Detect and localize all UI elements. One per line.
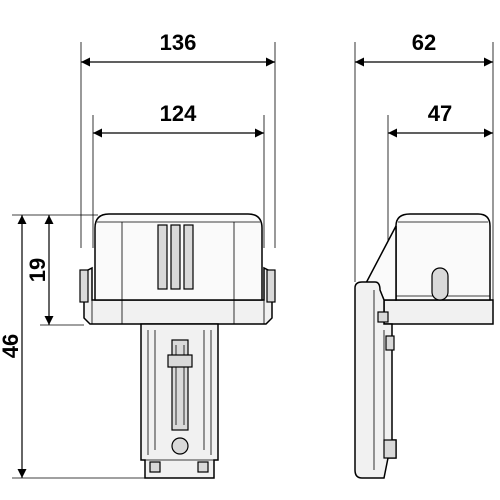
dimension-label-62: 62 xyxy=(412,30,436,55)
front-stem xyxy=(140,323,219,479)
side-tab xyxy=(266,269,276,303)
side-view: 62 47 xyxy=(354,30,494,479)
dimension-label-19: 19 xyxy=(25,258,50,282)
stem-slot xyxy=(171,339,189,431)
front-housing xyxy=(79,213,276,325)
boss xyxy=(431,267,449,301)
front-view: 136 124 46 19 xyxy=(0,30,276,479)
dimension-label-124: 124 xyxy=(160,101,197,126)
vent-slot xyxy=(183,224,194,290)
leg-tab xyxy=(383,439,397,459)
vent-slot xyxy=(157,224,168,290)
dimension-label-136: 136 xyxy=(160,30,197,55)
dimension-label-47: 47 xyxy=(428,101,452,126)
dimension-label-46: 46 xyxy=(0,334,23,358)
side-housing xyxy=(354,213,494,479)
stem-hole xyxy=(171,437,189,455)
side-tab xyxy=(79,269,89,303)
vent-slot xyxy=(170,224,181,290)
